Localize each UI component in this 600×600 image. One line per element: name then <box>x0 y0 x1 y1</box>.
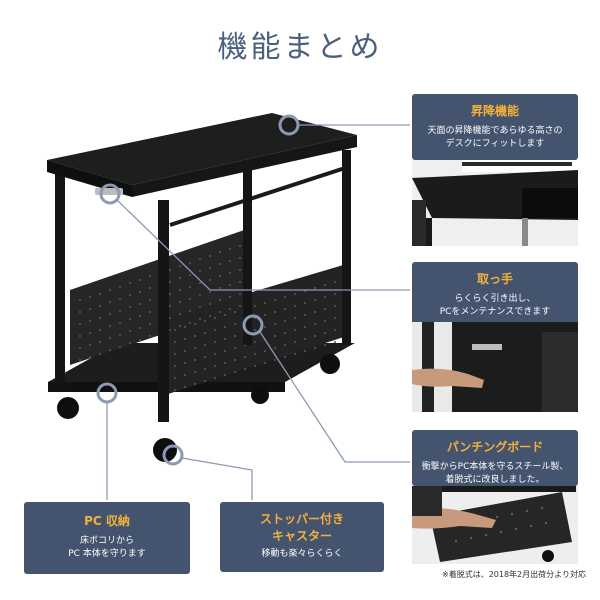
photo-lift <box>412 160 578 246</box>
feature-card-lift: 昇降機能 天面の昇降機能であらゆる高さの デスクにフィットします <box>412 94 578 160</box>
photo-handle <box>412 322 578 412</box>
feature-heading: PC 収納 <box>84 514 130 528</box>
feature-text: 衝撃からPC本体を守るスチール製、 <box>421 462 569 472</box>
footnote: ※着脱式は、2018年2月出荷分より対応 <box>442 570 586 579</box>
casters <box>57 354 340 462</box>
feature-text: 移動も楽々らくらく <box>261 549 343 559</box>
leg-rear-right <box>342 150 351 345</box>
feature-text: PC 本体を守ります <box>68 549 146 559</box>
leg-rear-left <box>243 160 252 345</box>
feature-heading: ストッパー付き <box>259 512 344 526</box>
leg-front-left <box>55 170 65 385</box>
feature-heading: 昇降機能 <box>470 104 519 118</box>
feature-text: らくらく引き出し、 <box>454 294 536 304</box>
photo-punching-board <box>412 486 578 564</box>
page-title: 機能まとめ <box>217 30 383 65</box>
callout-lines <box>106 124 410 500</box>
feature-text: 天面の昇降機能であらゆる高さの <box>427 126 563 136</box>
feature-text: 床ボコリから <box>79 536 134 546</box>
feature-text: 着脱式に改良しました。 <box>445 475 545 485</box>
feature-text: デスクにフィットします <box>445 139 545 149</box>
feature-card-casters: ストッパー付き キャスター 移動も楽々らくらく <box>220 502 384 572</box>
feature-card-handle: 取っ手 らくらく引き出し、 PCをメンテナンスできます <box>412 262 578 324</box>
feature-card-pc-storage: PC 収納 床ボコリから PC 本体を守ります <box>24 502 190 574</box>
tabletop <box>47 113 357 185</box>
feature-heading: パンチングボード <box>446 440 544 454</box>
feature-card-punching-board: パンチングボード 衝撃からPC本体を守るスチール製、 着脱式に改良しました。 <box>412 430 578 486</box>
feature-text: PCをメンテナンスできます <box>439 307 551 317</box>
feature-heading-line2: キャスター <box>271 529 332 543</box>
front-panel <box>165 263 350 395</box>
feature-heading: 取っ手 <box>476 272 513 286</box>
leg-front-right <box>158 200 169 422</box>
